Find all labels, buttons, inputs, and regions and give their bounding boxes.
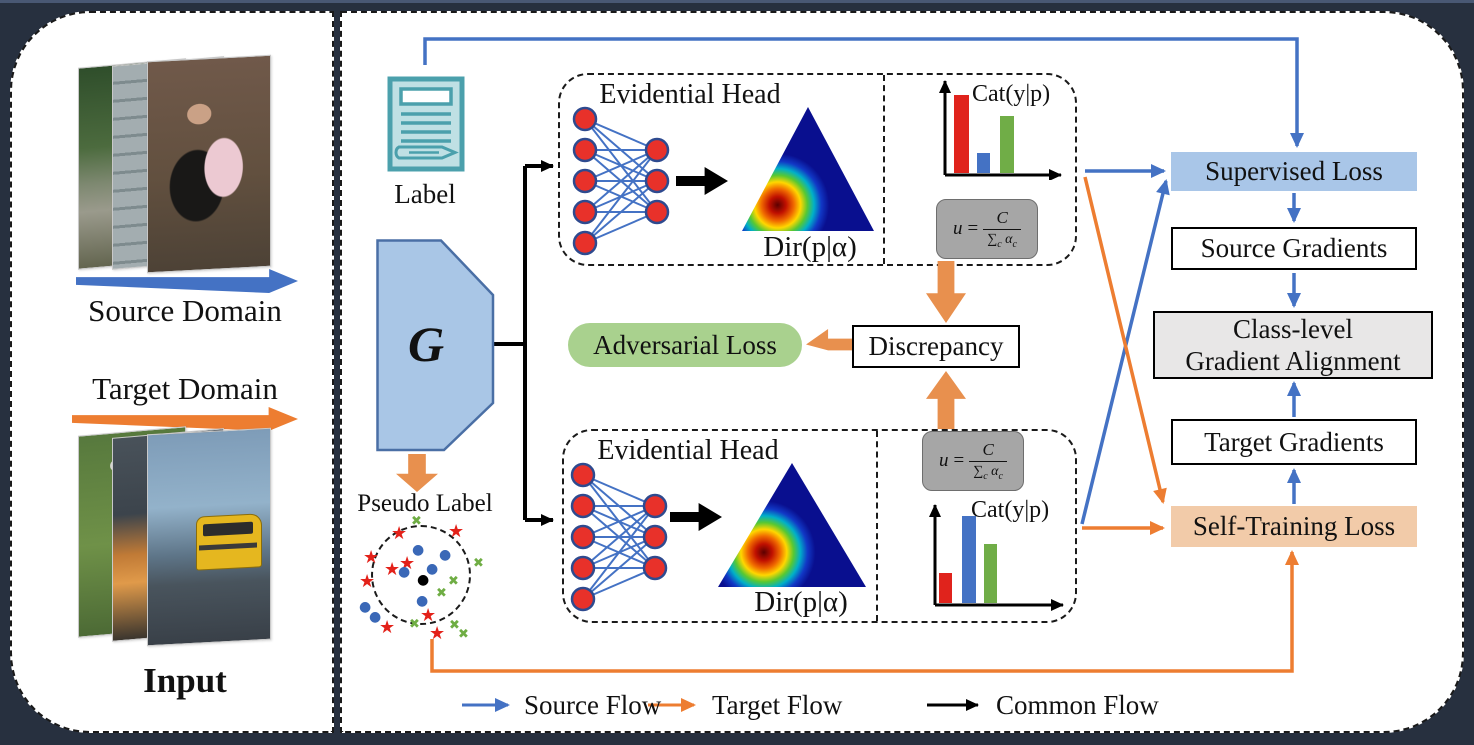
pseudo-label-caption: Pseudo Label xyxy=(357,490,493,517)
bus-shape xyxy=(196,513,262,571)
evidential-head-bottom-title: Evidential Head xyxy=(597,435,779,466)
generator-shape xyxy=(376,239,495,452)
nn-node xyxy=(642,555,668,581)
scatter-point-star: ★ xyxy=(384,559,401,580)
nn-node xyxy=(570,586,596,612)
scatter-point-star: ★ xyxy=(359,571,376,592)
target-gradients-box: Target Gradients xyxy=(1171,419,1417,465)
scatter-point-cross: ✖ xyxy=(436,586,447,601)
cat-caption-bottom: Cat(y|p) xyxy=(971,497,1050,523)
formula-eq: = xyxy=(967,218,979,239)
scatter-point-star: ★ xyxy=(429,623,446,644)
nn-edge xyxy=(584,149,658,182)
legend-source-label: Source Flow xyxy=(524,690,662,720)
nn-node xyxy=(644,168,670,194)
scatter-point-star: ★ xyxy=(448,521,465,542)
scatter-point-dot: ● xyxy=(369,609,382,625)
nn-node xyxy=(572,230,598,256)
dirichlet-caption-bottom: Dir(p|α) xyxy=(754,586,848,618)
scatter-point-cross: ✖ xyxy=(409,617,420,632)
alignment-line1: Class-level xyxy=(1233,313,1353,344)
supervised-loss-box: Supervised Loss xyxy=(1171,152,1417,191)
scatter-point-star: ★ xyxy=(379,617,396,638)
formula-lhs: u xyxy=(953,218,963,239)
bar-red-bottom xyxy=(939,573,952,603)
nn-node xyxy=(570,555,596,581)
scatter-point-cross: ✖ xyxy=(448,574,459,589)
input-label: Input xyxy=(143,661,227,700)
source-domain-label: Source Domain xyxy=(88,293,282,328)
generator-label: G xyxy=(407,316,445,372)
nn-edge xyxy=(582,474,656,507)
cat-chart-top: Cat(y|p) xyxy=(930,65,1075,180)
scatter-point-dot: ● xyxy=(412,542,425,558)
scatter-point-dot: ● xyxy=(416,593,429,609)
nn-edge xyxy=(584,211,658,244)
nn-edge xyxy=(584,180,658,244)
scatter-point-star: ★ xyxy=(391,523,408,544)
legend-target-label: Target Flow xyxy=(712,690,843,720)
nn-node xyxy=(570,493,596,519)
nn-node xyxy=(644,137,670,163)
cat-caption-top: Cat(y|p) xyxy=(972,81,1051,107)
scatter-point-dot: ● xyxy=(398,564,411,580)
scatter-point-center: ● xyxy=(417,572,430,588)
nn-node xyxy=(642,524,668,550)
nn-node xyxy=(642,493,668,519)
label-document-icon xyxy=(387,76,465,172)
formula-denominator: ∑c αc xyxy=(983,228,1021,250)
nn-node xyxy=(572,137,598,163)
label-caption: Label xyxy=(394,179,456,209)
nn-node xyxy=(644,199,670,225)
bar-blue-bottom xyxy=(962,516,976,603)
pseudo-scatter: ★★★★★★★★★●●●●●●●✖✖✖✖✖✖✖● xyxy=(353,515,503,645)
nn-edge xyxy=(584,149,658,213)
target-photo-bus xyxy=(147,427,271,647)
nn-edge xyxy=(582,505,656,538)
evidential-head-bottom-divider xyxy=(876,431,878,621)
self-training-loss-box: Self-Training Loss xyxy=(1171,506,1417,547)
cat-chart-bottom: Cat(y|p) xyxy=(925,493,1075,613)
bar-blue-top xyxy=(977,153,990,173)
nn-node xyxy=(570,524,596,550)
nn-top xyxy=(572,106,670,256)
bar-red-top xyxy=(954,95,969,173)
legend-common-label: Common Flow xyxy=(996,690,1159,720)
uncertainty-formula-top: u = C ∑c αc xyxy=(936,199,1038,259)
scatter-point-star: ★ xyxy=(363,547,380,568)
formula-numerator: C xyxy=(996,207,1008,227)
discrepancy-box: Discrepancy xyxy=(852,325,1020,368)
scatter-point-dot: ● xyxy=(359,599,372,615)
scatter-point-dot: ● xyxy=(439,547,452,563)
evidential-head-top-divider xyxy=(883,75,885,264)
scatter-point-cross: ✖ xyxy=(473,556,484,571)
class-gradient-alignment-box: Class-level Gradient Alignment xyxy=(1153,311,1433,379)
nn-node xyxy=(572,168,598,194)
scatter-point-cross: ✖ xyxy=(458,627,469,642)
target-domain-label: Target Domain xyxy=(92,371,278,406)
scatter-point-cross: ✖ xyxy=(411,514,422,529)
nn-node xyxy=(570,462,596,488)
adversarial-loss-box: Adversarial Loss xyxy=(568,323,802,367)
scatter-point-star: ★ xyxy=(399,553,416,574)
source-gradients-box: Source Gradients xyxy=(1171,227,1417,270)
nn-bottom xyxy=(570,462,668,612)
pseudo-scatter-points: ★★★★★★★★★●●●●●●●✖✖✖✖✖✖✖● xyxy=(353,515,503,645)
nn-node xyxy=(572,199,598,225)
bar-green-bottom xyxy=(984,544,997,603)
alignment-line2: Gradient Alignment xyxy=(1185,346,1401,376)
bar-green-top xyxy=(1000,116,1014,173)
nn-node xyxy=(572,106,598,132)
source-photo-family xyxy=(147,54,271,274)
dirichlet-caption-top: Dir(p|α) xyxy=(763,231,857,263)
nn-edge xyxy=(584,149,658,244)
uncertainty-formula-bottom: u = C ∑c αc xyxy=(922,431,1024,491)
